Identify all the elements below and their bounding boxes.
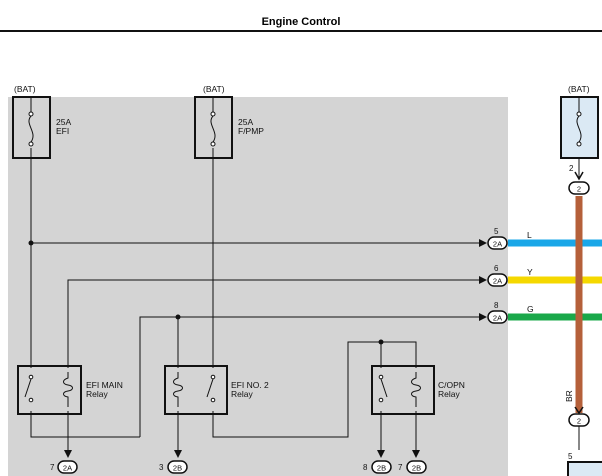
- wire-g-label: G: [527, 304, 534, 314]
- fuse-fpmp: (BAT) 25A F/PMP: [194, 84, 264, 159]
- connector-bottom-2b-3-pin: 3: [159, 463, 164, 472]
- fuse-right-pin: 2: [569, 164, 574, 173]
- connector-br-top: 2: [568, 181, 590, 195]
- wire-to-2a-8: [139, 313, 487, 437]
- junction-dot: [28, 240, 34, 246]
- connector-br-top-label: 2: [577, 185, 581, 194]
- fuse-efi-name: EFI: [56, 126, 69, 136]
- connector-br-bottom: 2 5: [567, 406, 602, 476]
- wire-y-label: Y: [527, 267, 533, 277]
- fuse-right: (BAT) 2: [560, 84, 599, 181]
- page-title: Engine Control: [261, 16, 341, 28]
- relay-efi-main-type: Relay: [86, 389, 108, 399]
- connector-bottom-2b-7-label: 2B: [412, 464, 421, 473]
- connector-2a-6: 6 2A Y: [487, 264, 533, 287]
- wire-to-2a-6: [67, 276, 487, 368]
- connector-bottom-2b-7: 7 2B: [398, 460, 427, 474]
- wire-efi2-to-copn: [212, 341, 417, 438]
- junction-dot: [378, 339, 384, 345]
- relay-copn: C/OPN Relay: [371, 365, 465, 415]
- connector-br-bottom-label: 2: [577, 417, 581, 426]
- connector-bottom-2a-7-pin: 7: [50, 463, 55, 472]
- fuse-fpmp-rating: 25A: [238, 117, 253, 127]
- connector-2a-5: 5 2A L: [487, 227, 532, 250]
- relay-efi-no2-type: Relay: [231, 389, 253, 399]
- connector-2a-8-pin: 8: [494, 301, 499, 310]
- connector-bottom-2b-3: 3 2B: [159, 460, 188, 474]
- junction-block: [8, 97, 508, 476]
- relay-copn-name: C/OPN: [438, 380, 465, 390]
- relay-copn-type: Relay: [438, 389, 460, 399]
- connector-bottom-2a-7: 7 2A: [50, 460, 78, 474]
- connector-bottom-2a-7-label: 2A: [63, 464, 72, 473]
- wire-l-label: L: [527, 230, 532, 240]
- junction-dot: [175, 314, 181, 320]
- fuse-right-supply: (BAT): [568, 84, 590, 94]
- connector-2a-6-label: 2A: [493, 277, 502, 286]
- connector-2a-8-label: 2A: [493, 314, 502, 323]
- fuse-efi-supply: (BAT): [14, 84, 36, 94]
- connector-2a-5-pin: 5: [494, 227, 499, 236]
- relay-efi-main: EFI MAIN Relay: [17, 365, 123, 415]
- fuse-fpmp-name: F/PMP: [238, 126, 264, 136]
- br-bottom-pin: 5: [568, 452, 573, 461]
- br-bottom-component: [567, 461, 602, 476]
- wire-efimain-bottom: [30, 411, 140, 438]
- connector-2a-5-label: 2A: [493, 240, 502, 249]
- connector-bottom-2b-8: 8 2B: [363, 460, 392, 474]
- connector-bottom-2b-3-label: 2B: [173, 464, 182, 473]
- fuse-efi-rating: 25A: [56, 117, 71, 127]
- relay-efi-no2: EFI NO. 2 Relay: [164, 365, 269, 415]
- connector-2a-8: 8 2A G: [487, 301, 534, 324]
- connector-bottom-2b-8-pin: 8: [363, 463, 368, 472]
- fuse-fpmp-supply: (BAT): [203, 84, 225, 94]
- relay-efi-no2-name: EFI NO. 2: [231, 380, 269, 390]
- br-wire-label: BR: [564, 390, 574, 402]
- connector-2a-6-pin: 6: [494, 264, 499, 273]
- relay-efi-main-name: EFI MAIN: [86, 380, 123, 390]
- fuse-efi: (BAT) 25A EFI: [12, 84, 71, 159]
- connector-bottom-2b-7-pin: 7: [398, 463, 403, 472]
- connector-bottom-2b-8-label: 2B: [377, 464, 386, 473]
